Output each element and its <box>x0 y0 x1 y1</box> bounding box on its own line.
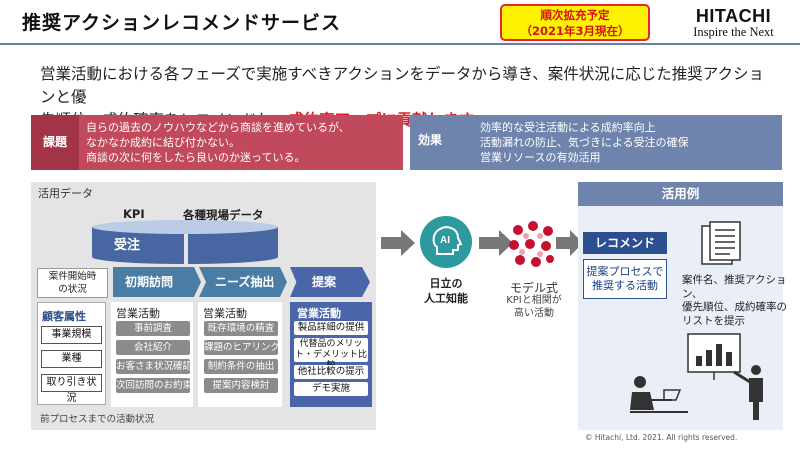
customer-attribute: 業種 <box>41 350 102 368</box>
stage-proposal: 提案 <box>290 267 370 297</box>
cylinder-divider <box>184 234 188 264</box>
schedule-badge: 順次拡充予定 （2021年3月現在） <box>500 4 650 41</box>
field-data-label: 各種現場データ <box>183 208 264 222</box>
use-case-header: 活用例 <box>578 182 783 206</box>
effect-line: 効率的な受注活動による成約率向上 <box>480 121 656 134</box>
issue-text: 自らの過去のノウハウなどから商談を進めているが、 なかなか成約に結び付かない。 … <box>86 120 350 165</box>
ai-label-line: 人工知能 <box>424 292 468 305</box>
use-desc-line: 案件名、推奨アクション、 <box>682 274 787 300</box>
customer-attributes-title: 顧客属性 <box>42 310 86 323</box>
model-network-icon <box>509 221 554 267</box>
model-sub-line: KPIと相関が <box>506 295 562 306</box>
use-case-description: 案件名、推奨アクション、 優先順位、成約確率の リストを提示 <box>682 274 800 328</box>
page-title: 推奨アクションレコメンドサービス <box>22 12 342 34</box>
document-list-icon <box>701 221 741 265</box>
recommend-body: 提案プロセスで 推奨する活動 <box>583 259 667 299</box>
stage-needs-extraction: ニーズ抽出 <box>199 267 287 297</box>
proposal-activity-title: 営業活動 <box>297 307 341 320</box>
hitachi-logo: HITACHI Inspire the Next <box>676 6 791 40</box>
previous-process-label: 前プロセスまでの活動状況 <box>40 414 155 425</box>
activity-title: 営業活動 <box>116 307 160 320</box>
activity-item: 会社紹介 <box>116 340 190 355</box>
proposal-item: 代替品のメリット・デメリット比較 <box>294 338 368 371</box>
ai-label-line: 日立の <box>429 277 463 290</box>
use-case-panel <box>578 182 783 430</box>
start-status-box: 案件開始時 の状況 <box>37 268 108 298</box>
effect-tag: 効果 <box>418 133 443 147</box>
effect-box: 効果 効率的な受注活動による成約率向上 活動漏れの防止、気づきによる受注の確保 … <box>410 115 782 170</box>
activity-item: 制約条件の抽出 <box>204 359 278 374</box>
ai-label: 日立の 人工知能 <box>418 276 474 306</box>
proposal-item: デモ実施 <box>294 382 368 396</box>
model-label: モデル式 <box>509 281 558 295</box>
data-panel-label: 活用データ <box>38 187 93 200</box>
presentation-meeting-icon <box>630 333 763 420</box>
logo-tagline: Inspire the Next <box>693 25 774 39</box>
use-desc-line: リストを提示 <box>682 314 745 327</box>
model-sublabel: KPIと相関が 高い活動 <box>497 294 571 320</box>
issue-line: なかなか成約に結び付かない。 <box>86 136 240 149</box>
arrow-right-icon <box>556 230 583 256</box>
badge-line1: 順次拡充予定 <box>540 8 610 22</box>
proposal-item: 他社比較の提示 <box>294 365 368 379</box>
issue-line: 自らの過去のノウハウなどから商談を進めているが、 <box>86 121 350 134</box>
kpi-value: 受注 <box>114 238 141 253</box>
cylinder-top <box>92 220 278 234</box>
ai-brain-icon: AI <box>420 216 472 268</box>
ai-head-icon: AI <box>432 226 463 255</box>
activity-item: 事前調査 <box>116 321 190 336</box>
database-cylinder: 受注 <box>92 220 278 264</box>
lead-line1: 営業活動における各フェーズで実施すべきアクションをデータから導き、案件状況に応じ… <box>40 65 765 106</box>
customer-attribute: 取り引き状況 <box>41 374 102 404</box>
model-sub-line: 高い活動 <box>514 308 554 319</box>
issue-box: 課題 自らの過去のノウハウなどから商談を進めているが、 なかなか成約に結び付かな… <box>31 115 403 170</box>
customer-attribute: 事業規模 <box>41 326 102 344</box>
issue-line: 商談の次に何をしたら良いのか迷っている。 <box>86 151 306 164</box>
badge-line2: （2021年3月現在） <box>520 24 630 38</box>
activity-title: 営業活動 <box>203 307 247 320</box>
kpi-label: KPI <box>123 207 145 221</box>
activity-item: 提案内容検討 <box>204 378 278 393</box>
recommend-line: 提案プロセスで <box>586 265 664 278</box>
use-desc-line: 優先順位、成約確率の <box>682 301 787 313</box>
stage-initial-visit: 初期訪問 <box>113 267 201 297</box>
activity-item: お客さま状況確認 <box>116 359 190 374</box>
arrow-right-icon <box>479 230 513 256</box>
activity-item: 次回訪問のお約束 <box>116 378 190 393</box>
title-divider <box>0 43 800 45</box>
activity-item: 既存環境の精査 <box>204 321 278 336</box>
start-line: 案件開始時 <box>48 271 97 282</box>
recommend-header: レコメンド <box>583 232 667 254</box>
copyright-text: © Hitachi, Ltd. 2021. All rights reserve… <box>585 433 738 442</box>
effect-line: 活動漏れの防止、気づきによる受注の確保 <box>480 136 689 149</box>
logo-wordmark: HITACHI <box>695 6 772 26</box>
effect-line: 営業リソースの有効活用 <box>480 151 601 164</box>
activity-item: 課題のヒアリング <box>204 340 278 355</box>
proposal-item: 製品詳細の提供 <box>294 321 368 335</box>
recommend-line: 推奨する活動 <box>592 279 658 292</box>
issue-tag: 課題 <box>31 115 79 170</box>
effect-text: 効率的な受注活動による成約率向上 活動漏れの防止、気づきによる受注の確保 営業リ… <box>480 120 689 165</box>
start-line: の状況 <box>58 284 87 295</box>
arrow-right-icon <box>381 230 415 256</box>
ai-icon-text: AI <box>440 235 450 246</box>
